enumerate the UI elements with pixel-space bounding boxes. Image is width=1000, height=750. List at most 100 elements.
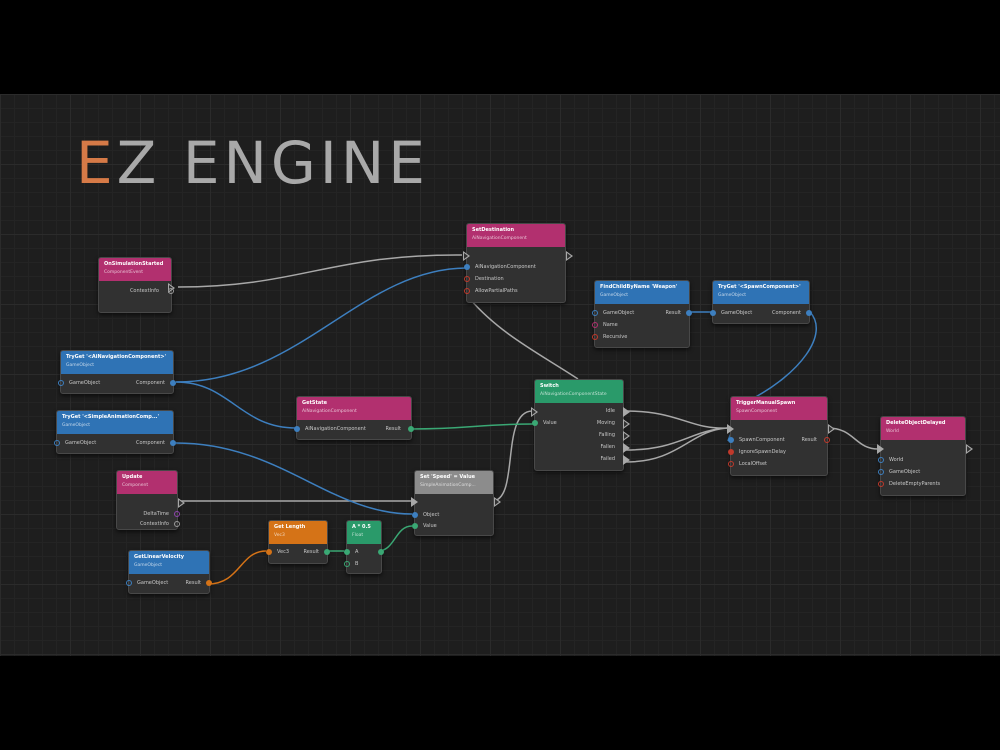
exec-moving-pin[interactable]	[623, 419, 630, 429]
component-pin[interactable]	[806, 310, 812, 316]
exec-in-pin[interactable]	[531, 407, 538, 417]
value-pin[interactable]	[412, 523, 418, 529]
pin-label: Result	[385, 426, 401, 432]
name-pin[interactable]	[592, 322, 598, 328]
navigation-component-pin[interactable]	[294, 426, 300, 432]
exec-out-pin[interactable]	[178, 498, 185, 508]
wire-exec-setdest-to-switch	[469, 298, 579, 380]
pin-label: IgnoreSpawnDelay	[739, 449, 786, 455]
exec-falling-pin[interactable]	[623, 431, 630, 441]
exec-idle-pin[interactable]	[623, 407, 630, 417]
gameobject-pin[interactable]	[592, 310, 598, 316]
exec-out-pin[interactable]	[966, 444, 973, 454]
node-header[interactable]: FindChildByName 'Weapon'GameObject	[595, 281, 689, 304]
wire-float-to-set-value	[377, 525, 413, 552]
delete-empty-parents-pin[interactable]	[878, 481, 884, 487]
exec-in-pin[interactable]	[727, 424, 734, 434]
gameobject-pin[interactable]	[58, 380, 64, 386]
exec-out-pin[interactable]	[494, 497, 501, 507]
world-pin[interactable]	[878, 457, 884, 463]
node-tryget-ai-navigation[interactable]: TryGet '<AiNavigationComponent>'GameObje…	[58, 350, 176, 394]
gameobject-pin[interactable]	[126, 580, 132, 586]
allow-partial-paths-pin[interactable]	[464, 288, 470, 294]
destination-pin[interactable]	[464, 276, 470, 282]
node-header[interactable]: TryGet '<SimpleAnimationComp...'GameObje…	[57, 411, 173, 434]
pin-label: DeltaTime	[143, 511, 169, 517]
exec-in-pin[interactable]	[463, 251, 470, 261]
exec-fallen-pin[interactable]	[623, 443, 630, 453]
context-info-pin[interactable]	[174, 521, 180, 527]
pin-label: Name	[603, 322, 618, 328]
component-pin[interactable]	[170, 440, 176, 446]
pin-label: GameObject	[137, 580, 169, 586]
exec-in-pin[interactable]	[411, 497, 418, 507]
wire-velocity-to-length	[207, 550, 267, 585]
pin-label: Component	[135, 440, 165, 446]
exec-in-pin[interactable]	[877, 444, 884, 454]
node-tryget-spawn[interactable]: TryGet '<SpawnComponent>'GameObject Game…	[710, 280, 812, 324]
value-pin[interactable]	[532, 420, 538, 426]
gameobject-pin[interactable]	[710, 310, 716, 316]
a-pin[interactable]	[344, 549, 350, 555]
node-header[interactable]: TryGet '<SpawnComponent>'GameObject	[713, 281, 809, 304]
pin-label: Result	[185, 580, 201, 586]
component-pin[interactable]	[170, 380, 176, 386]
gameobject-pin[interactable]	[878, 469, 884, 475]
recursive-pin[interactable]	[592, 334, 598, 340]
result-pin[interactable]	[206, 580, 212, 586]
delta-time-pin[interactable]	[174, 511, 180, 517]
result-pin[interactable]	[824, 437, 830, 443]
pin-label: GameObject	[721, 310, 753, 316]
result-pin[interactable]	[408, 426, 414, 432]
result-pin[interactable]	[686, 310, 692, 316]
node-tryget-animation[interactable]: TryGet '<SimpleAnimationComp...'GameObje…	[54, 410, 176, 454]
pin-label: GameObject	[69, 380, 101, 386]
context-info-pin[interactable]	[168, 288, 174, 294]
exec-failed-pin[interactable]	[623, 455, 630, 465]
exec-out-pin[interactable]	[828, 424, 835, 434]
vec3-pin[interactable]	[266, 549, 272, 555]
node-header[interactable]: TryGet '<AiNavigationComponent>'GameObje…	[61, 351, 173, 374]
b-pin[interactable]	[344, 561, 350, 567]
exec-out-pin[interactable]	[566, 251, 573, 261]
result-pin[interactable]	[378, 549, 384, 555]
pin-label: World	[889, 457, 904, 463]
object-pin[interactable]	[412, 512, 418, 518]
pin-label: SpawnComponent	[739, 437, 785, 443]
result-pin[interactable]	[324, 549, 330, 555]
gameobject-pin[interactable]	[54, 440, 60, 446]
ez-engine-logo: EZ ENGINE	[76, 129, 429, 197]
pin-label: AiNavigationComponent	[305, 426, 366, 432]
pin-label: Moving	[596, 420, 615, 426]
local-offset-pin[interactable]	[728, 461, 734, 467]
node-find-child-by-name[interactable]: FindChildByName 'Weapon'GameObject GameO…	[592, 280, 692, 348]
ignore-spawn-delay-pin[interactable]	[728, 449, 734, 455]
navigation-component-pin[interactable]	[464, 264, 470, 270]
wire-exec-failed-to-trigger	[625, 427, 729, 463]
spawn-component-pin[interactable]	[728, 437, 734, 443]
pin-label: AiNavigationComponent	[475, 264, 536, 270]
